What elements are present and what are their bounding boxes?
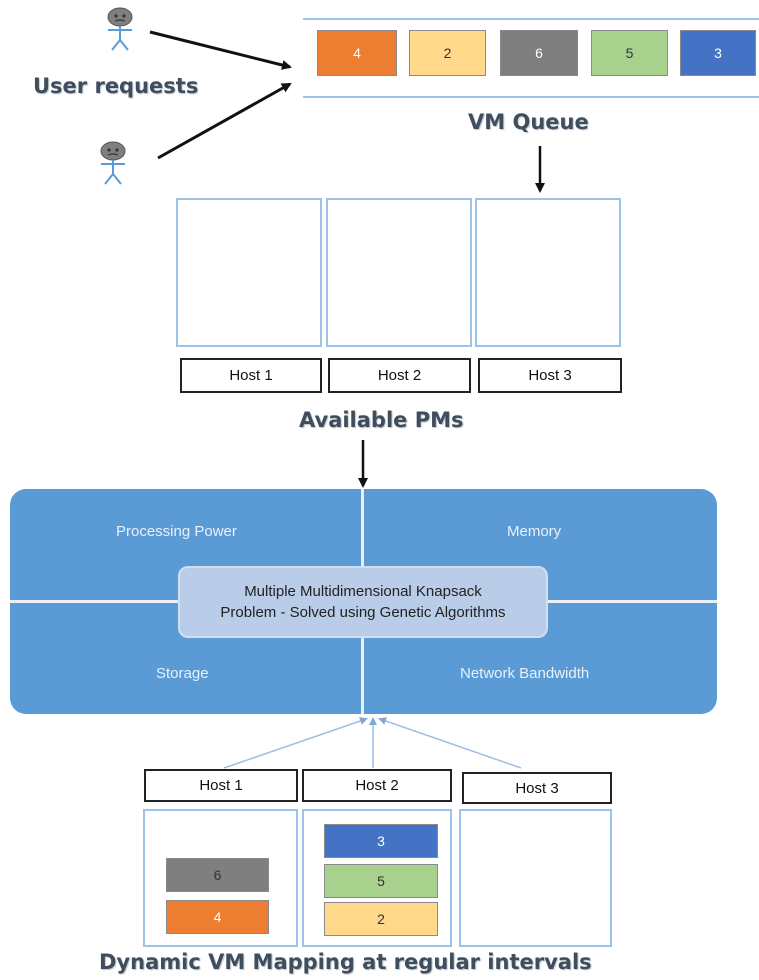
host2-vm-5: 5 — [324, 864, 438, 898]
host1-vm-6: 6 — [166, 858, 269, 892]
vm-queue-title: VM Queue — [468, 110, 589, 134]
queue-vm-2: 2 — [409, 30, 486, 76]
knapsack-line-1: Multiple Multidimensional Knapsack — [244, 583, 482, 600]
pm-slot-3 — [475, 198, 621, 347]
mapping-host-3-label: Host 3 — [462, 772, 612, 804]
mapping-host-2-label: Host 2 — [302, 769, 452, 802]
processing-power-label: Processing Power — [116, 523, 237, 540]
host1-vm-4: 4 — [166, 900, 269, 934]
queue-vm-5: 5 — [591, 30, 668, 76]
pm-host-1-label: Host 1 — [180, 358, 322, 393]
host2-vm-3: 3 — [324, 824, 438, 858]
available-pms-title: Available PMs — [299, 408, 464, 432]
queue-vm-6: 6 — [500, 30, 578, 76]
user2-arrow — [157, 82, 292, 160]
mapping-host-1-label: Host 1 — [144, 769, 298, 802]
mapping-title: Dynamic VM Mapping at regular intervals — [99, 950, 592, 974]
pm-slot-1 — [176, 198, 322, 347]
memory-label: Memory — [507, 523, 562, 540]
knapsack-description: Multiple Multidimensional Knapsack Probl… — [178, 566, 548, 638]
queue-vm-3: 3 — [680, 30, 756, 76]
user-icon — [107, 7, 133, 51]
storage-label: Storage — [156, 665, 209, 682]
host2-vm-2: 2 — [324, 902, 438, 936]
vm-queue — [303, 18, 759, 98]
user-icon — [100, 141, 126, 185]
pm-host-2-label: Host 2 — [328, 358, 471, 393]
user1-arrow — [149, 30, 292, 70]
mapping-host-3-box — [459, 809, 612, 947]
pm-slot-2 — [326, 198, 472, 347]
pm-host-3-label: Host 3 — [478, 358, 622, 393]
host1-to-panel-arrow — [223, 717, 368, 769]
knapsack-line-2: Problem - Solved using Genetic Algorithm… — [220, 604, 506, 621]
queue-vm-4: 4 — [317, 30, 397, 76]
host3-to-panel-arrow — [378, 717, 522, 769]
network-bandwidth-label: Network Bandwidth — [460, 665, 590, 682]
user-requests-label: User requests — [33, 74, 199, 98]
